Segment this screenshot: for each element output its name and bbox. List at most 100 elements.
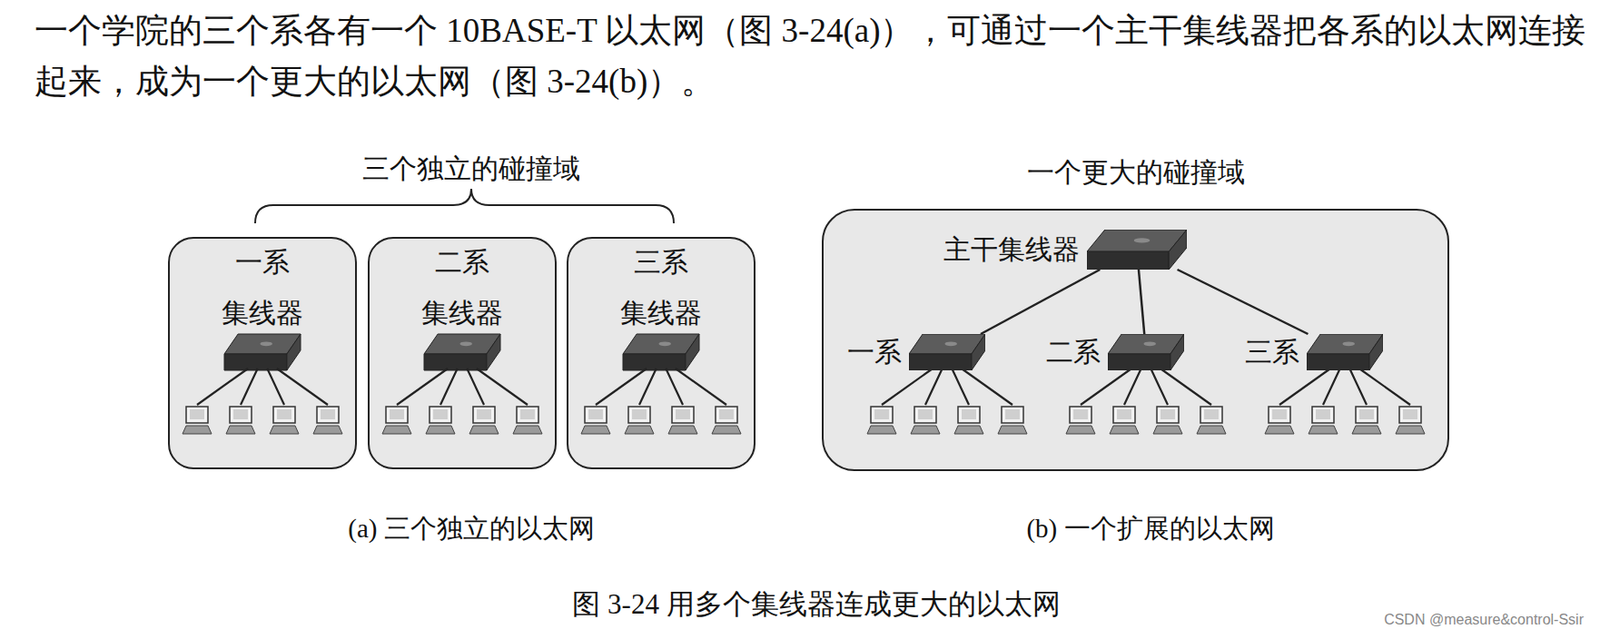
hub-side [1369, 334, 1383, 371]
monitor [1200, 406, 1223, 424]
computer-group [1066, 368, 1226, 435]
keyboard [313, 425, 343, 435]
monitor [1156, 406, 1179, 424]
monitor [958, 406, 980, 424]
hub-side [286, 334, 301, 371]
screen [1359, 409, 1374, 420]
wire [276, 368, 328, 405]
screen [1160, 409, 1176, 420]
keyboard [1264, 425, 1294, 435]
monitor [584, 406, 607, 424]
hub-icon [622, 334, 700, 371]
hub-label: 主干集线器 [943, 233, 1080, 267]
monitor [186, 406, 208, 424]
monitor [1069, 406, 1092, 424]
domain-title: 一个更大的碰撞域 [1027, 156, 1245, 189]
screen [189, 409, 205, 420]
screen [632, 409, 647, 420]
screen [1116, 409, 1132, 420]
wire [1349, 368, 1367, 405]
hub-side [486, 334, 501, 371]
backbone-link [1138, 269, 1145, 335]
hub-node: 二系 [1046, 334, 1185, 371]
hub-light [1342, 341, 1354, 346]
wire [476, 368, 528, 405]
wire [961, 368, 1013, 405]
screen [476, 409, 492, 420]
monitor [473, 406, 495, 424]
keyboard [954, 425, 984, 435]
wire [1323, 368, 1341, 405]
hub-icon [1086, 229, 1187, 270]
sub-caption: (a) 三个独立的以太网 [347, 512, 594, 545]
computer-group [581, 368, 741, 435]
wire [1150, 368, 1168, 405]
department-panel: 二系集线器 [367, 237, 557, 470]
wire [881, 368, 933, 405]
keyboard [382, 425, 412, 435]
hub-side [685, 334, 700, 371]
computer-group [182, 368, 343, 435]
computer-group [867, 368, 1028, 435]
screen [320, 409, 336, 420]
keyboard [1196, 425, 1226, 435]
hub-label: 集线器 [421, 296, 504, 330]
caption-holder: 图 3-24 用多个集线器连成更大的以太网 [572, 587, 1060, 623]
wire [665, 368, 683, 405]
monitor [1312, 406, 1334, 424]
department-panel: 一系集线器 [167, 237, 357, 470]
keyboard [910, 425, 940, 435]
wire [675, 368, 727, 405]
label-holder: 一个学院的三个系各有一个 10BASE-T 以太网（图 3-24(a)），可通过… [34, 5, 1593, 108]
monitor [316, 406, 339, 424]
keyboard [1109, 425, 1139, 435]
hub-front [1306, 354, 1370, 371]
wire [1359, 368, 1411, 405]
screen [1005, 409, 1020, 420]
screen [719, 409, 734, 420]
keyboard [469, 425, 499, 435]
monitor [229, 406, 252, 424]
keyboard [1066, 425, 1096, 435]
panel-fill [822, 209, 1449, 471]
wire [266, 368, 285, 405]
brace [255, 188, 674, 224]
keyboard [1153, 425, 1183, 435]
department-panel: 三系集线器 [566, 237, 756, 470]
wire [1160, 368, 1212, 405]
wire [197, 368, 248, 405]
keyboard [1395, 425, 1425, 435]
monitor [1113, 406, 1136, 424]
screen [1073, 409, 1088, 420]
wire [466, 368, 484, 405]
hub-node: 主干集线器 [943, 229, 1187, 270]
label-holder: (a) 三个独立的以太网 [347, 512, 594, 545]
hub-side [1170, 334, 1185, 371]
department-name: 二系 [434, 246, 490, 279]
intro-paragraph: 一个学院的三个系各有一个 10BASE-T 以太网（图 3-24(a)），可通过… [34, 5, 1593, 108]
monitor [870, 406, 893, 424]
screen [520, 409, 535, 420]
computer-group [382, 368, 543, 435]
hub-front [908, 354, 972, 371]
monitor [671, 406, 694, 424]
watermark: CSDN @measure&control-Ssir [1383, 611, 1584, 630]
keyboard [425, 425, 455, 435]
screen [1204, 409, 1219, 420]
screen [675, 409, 691, 420]
backbone-link [980, 269, 1100, 335]
backbone-link [1177, 269, 1309, 335]
keyboard [711, 425, 741, 435]
keyboard [269, 425, 299, 435]
wire [1124, 368, 1142, 405]
monitor [385, 406, 408, 424]
screen [1272, 409, 1287, 420]
keyboard [1352, 425, 1382, 435]
keyboard [226, 425, 256, 435]
keyboard [997, 425, 1028, 435]
screen [233, 409, 248, 420]
hub-label: 集线器 [620, 296, 702, 330]
monitor [1399, 406, 1422, 424]
hub-icon [1306, 334, 1383, 371]
